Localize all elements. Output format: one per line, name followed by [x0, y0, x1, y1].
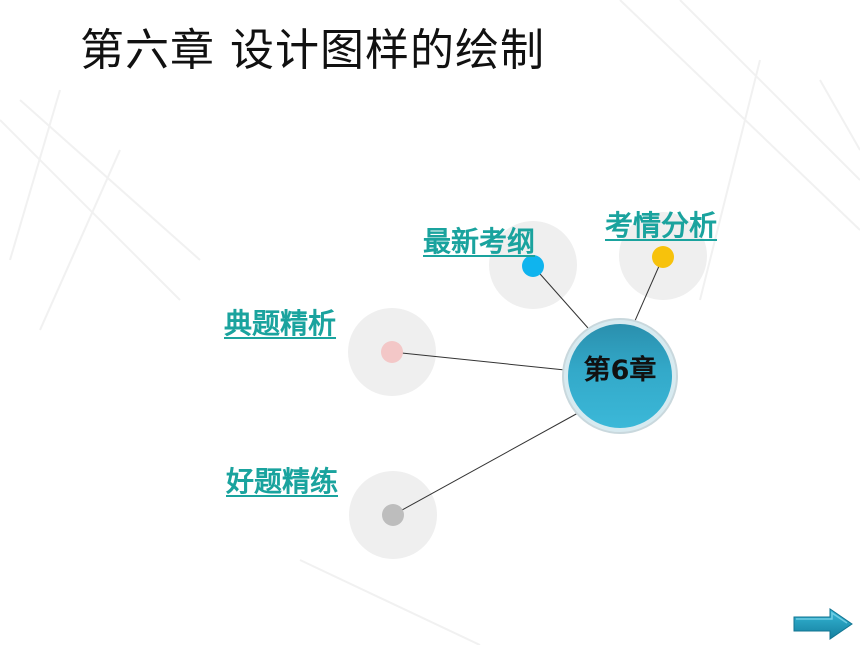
connector-practice [392, 412, 579, 516]
dot-latest [522, 255, 544, 277]
connector-examples [391, 351, 566, 371]
dot-practice [382, 504, 404, 526]
link-latest-syllabus[interactable]: 最新考纲 [423, 225, 536, 258]
hub-label: 第6章 [583, 355, 657, 386]
connector-analysis [633, 256, 664, 324]
arrow-right-icon [793, 608, 853, 640]
link-example-analysis[interactable]: 典题精析 [224, 307, 337, 340]
dot-analysis [652, 246, 674, 268]
link-exam-analysis[interactable]: 考情分析 [605, 209, 718, 242]
page-title: 第六章 设计图样的绘制 [80, 25, 545, 76]
next-slide-button[interactable] [792, 607, 854, 641]
connector-lines [391, 256, 664, 516]
hub-circle [568, 324, 672, 428]
dot-examples [381, 341, 403, 363]
connector-latest [532, 265, 589, 329]
link-practice-problems[interactable]: 好题精练 [226, 465, 339, 498]
